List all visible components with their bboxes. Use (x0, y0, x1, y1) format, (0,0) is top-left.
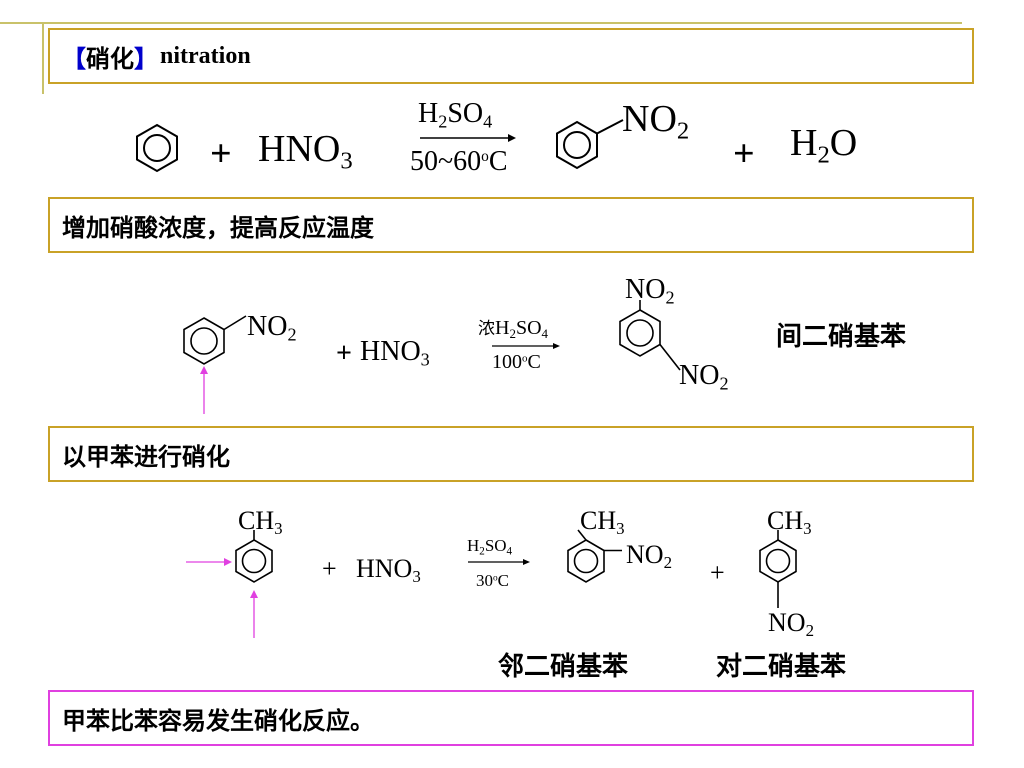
condition-label: 50~60oC (410, 146, 508, 177)
reactant-no2-group: NO2 (247, 311, 297, 345)
reaction-arrow (420, 134, 516, 142)
top-decoration-line (0, 22, 962, 24)
para-product-ring (759, 530, 797, 608)
reagent-hno3-3: HNO3 (356, 554, 421, 587)
title-bracket-open: 【 (62, 43, 86, 73)
catalyst-label-3: H2SO4 (467, 536, 513, 558)
byproduct-water: H2O (790, 122, 858, 169)
catalyst-label-2: 浓H2SO4 (478, 317, 549, 341)
toluene-ch3-group: CH3 (238, 506, 283, 539)
note-conclusion-text: 甲苯比苯容易发生硝化反应。 (62, 705, 374, 735)
meta-dinitrobenzene-name: 间二硝基苯 (776, 322, 907, 352)
reagent-hno3-2: HNO3 (360, 336, 430, 370)
slide-title: 【 硝化 】 nitration (62, 30, 251, 82)
title-english: nitration (160, 42, 251, 69)
note-box-conclusion: 甲苯比苯容易发生硝化反应。 (48, 690, 974, 746)
para-ch3-group: CH3 (767, 506, 812, 539)
benzene-ring (136, 123, 178, 173)
dinitrobenzene-ring (619, 300, 681, 371)
plus-sign-5: + (710, 558, 725, 587)
meta-product-no2-bottom: NO2 (679, 360, 729, 394)
plus-sign: + (210, 133, 232, 175)
title-bracket-close: 】 (134, 43, 158, 73)
toluene-ring (186, 530, 273, 638)
reaction-arrow-2 (492, 343, 560, 349)
condition-label-3: 30oC (476, 571, 510, 590)
reagent-hno3: HNO3 (258, 128, 353, 175)
condition-label-2: 100oC (492, 351, 541, 373)
para-no2-group: NO2 (768, 608, 815, 641)
left-decoration-line (42, 22, 44, 94)
note-box-toluene: 以甲苯进行硝化 (48, 426, 974, 482)
reaction-arrow-3 (468, 559, 530, 565)
title-box: 【 硝化 】 nitration (48, 28, 974, 84)
note-box-conditions: 增加硝酸浓度，提高反应温度 (48, 197, 974, 253)
catalyst-label: H2SO4 (418, 98, 493, 132)
ortho-product-ring (567, 529, 622, 583)
nitrobenzene-reactant-ring (183, 315, 247, 414)
note-conditions-text: 增加硝酸浓度，提高反应温度 (62, 212, 374, 242)
ortho-ch3-group: CH3 (580, 506, 625, 539)
ortho-product-name: 邻二硝基苯 (498, 652, 629, 682)
product-no2-group: NO2 (622, 98, 690, 145)
plus-sign-3: + (336, 338, 352, 369)
plus-sign-4: + (322, 554, 337, 583)
note-toluene-text: 以甲苯进行硝化 (62, 441, 230, 471)
meta-product-no2-top: NO2 (625, 274, 675, 308)
para-product-name: 对二硝基苯 (716, 652, 847, 682)
title-chinese: 硝化 (86, 43, 134, 73)
plus-sign-2: + (733, 133, 755, 175)
ortho-no2-group: NO2 (626, 540, 673, 573)
nitrobenzene-ring (556, 119, 624, 170)
